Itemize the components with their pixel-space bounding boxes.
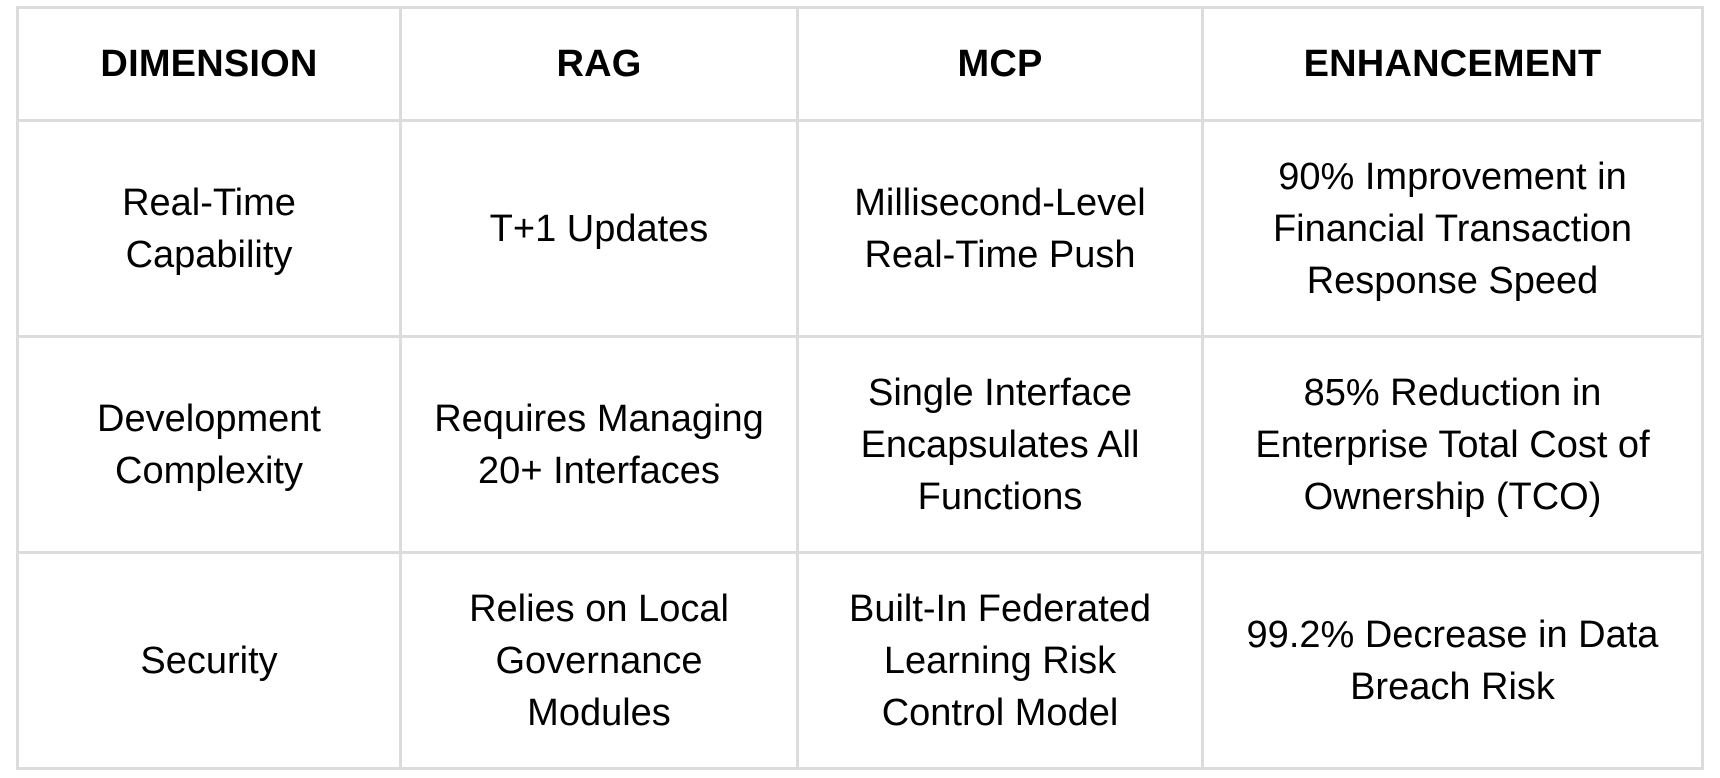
cell-dimension: Security [16, 551, 402, 770]
cell-line: Learning Risk [883, 639, 1117, 682]
cell-line: Enterprise Total Cost of [1255, 423, 1650, 466]
cell-rag: Relies on Local Governance Modules [399, 551, 799, 770]
header-dimension: DIMENSION [16, 6, 402, 122]
cell-line: 85% Reduction in [1303, 371, 1602, 414]
cell-line: Real-Time [122, 181, 296, 224]
cell-line: T+1 Updates [489, 207, 709, 250]
comparison-table-container: DIMENSION RAG MCP ENHANCEMENT Real-Time … [16, 6, 1704, 770]
cell-rag: T+1 Updates [399, 119, 799, 338]
cell-mcp: Built-In Federated Learning Risk Control… [796, 551, 1204, 770]
cell-line: Complexity [115, 449, 303, 492]
cell-line: Real-Time Push [864, 233, 1136, 276]
cell-line: Requires Managing [434, 397, 764, 440]
cell-enhancement: 99.2% Decrease in Data Breach Risk [1201, 551, 1704, 770]
cell-line: 90% Improvement in [1278, 155, 1627, 198]
cell-line: Response Speed [1306, 259, 1599, 302]
cell-rag: Requires Managing 20+ Interfaces [399, 335, 799, 554]
header-enhancement: ENHANCEMENT [1201, 6, 1704, 122]
table-row: Development Complexity Requires Managing… [16, 335, 1704, 554]
cell-line: Encapsulates All [860, 423, 1140, 466]
cell-line: Capability [125, 233, 293, 276]
cell-dimension: Development Complexity [16, 335, 402, 554]
cell-line: Security [140, 639, 278, 682]
cell-mcp: Single Interface Encapsulates All Functi… [796, 335, 1204, 554]
cell-line: Built-In Federated [848, 587, 1152, 630]
cell-enhancement: 90% Improvement in Financial Transaction… [1201, 119, 1704, 338]
cell-line: 99.2% Decrease in Data [1246, 613, 1659, 656]
cell-line: Modules [527, 691, 671, 734]
cell-line: Ownership (TCO) [1303, 475, 1602, 518]
header-row: DIMENSION RAG MCP ENHANCEMENT [16, 6, 1704, 122]
table-row: Security Relies on Local Governance Modu… [16, 551, 1704, 770]
cell-line: 20+ Interfaces [478, 449, 720, 492]
cell-line: Relies on Local [469, 587, 729, 630]
cell-line: Single Interface [867, 371, 1133, 414]
cell-line: Development [97, 397, 321, 440]
cell-line: Financial Transaction [1272, 207, 1633, 250]
cell-line: Breach Risk [1350, 665, 1555, 708]
cell-enhancement: 85% Reduction in Enterprise Total Cost o… [1201, 335, 1704, 554]
cell-line: Governance [495, 639, 703, 682]
cell-line: Control Model [881, 691, 1119, 734]
header-rag: RAG [399, 6, 799, 122]
table-row: Real-Time Capability T+1 Updates Millise… [16, 119, 1704, 338]
comparison-table: DIMENSION RAG MCP ENHANCEMENT Real-Time … [16, 6, 1704, 770]
cell-mcp: Millisecond-Level Real-Time Push [796, 119, 1204, 338]
cell-dimension: Real-Time Capability [16, 119, 402, 338]
cell-line: Functions [917, 475, 1083, 518]
cell-line: Millisecond-Level [854, 181, 1146, 224]
header-mcp: MCP [796, 6, 1204, 122]
